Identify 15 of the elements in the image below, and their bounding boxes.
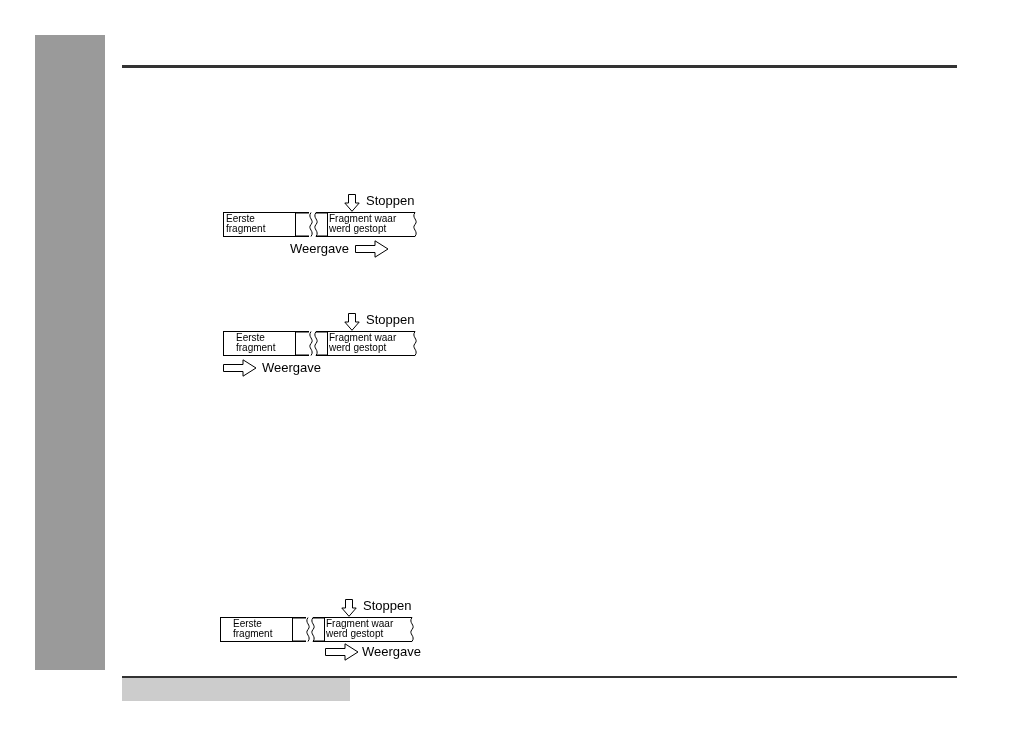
side-tab	[35, 35, 105, 670]
play-label: Weergave	[262, 361, 321, 375]
segment-label: Fragment waar werd gestopt	[326, 619, 395, 639]
tape-segment	[324, 617, 412, 642]
play-label: Weergave	[290, 242, 349, 256]
tape-segment	[327, 212, 415, 237]
segment-label: Eerste fragment	[226, 214, 267, 234]
tape-segment	[220, 617, 293, 642]
tape-segment	[327, 331, 415, 356]
tape-segment	[223, 212, 296, 237]
segment-label: Fragment waar werd gestopt	[329, 214, 398, 234]
tape-segment	[223, 331, 296, 356]
segment-label: Eerste fragment	[233, 619, 274, 639]
segment-label: Fragment waar werd gestopt	[329, 333, 398, 353]
segment-label: Eerste fragment	[236, 333, 277, 353]
